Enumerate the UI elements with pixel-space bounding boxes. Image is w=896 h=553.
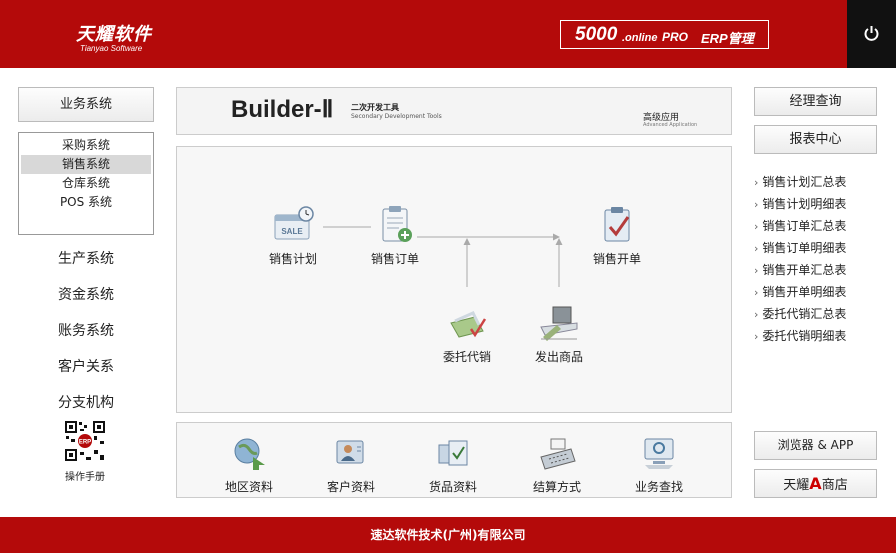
tool-goods-data[interactable]: 货品资料 xyxy=(413,435,493,495)
basic-data-bar: 地区资料 客户资料 货品资料 结算方式 xyxy=(176,422,732,498)
consignment-label: 委托代销 xyxy=(442,350,491,364)
store-suffix: 商店 xyxy=(821,478,848,493)
advanced-app-en: Advanced Application xyxy=(643,122,698,128)
store-prefix: 天耀 xyxy=(783,478,810,493)
customer-data-icon xyxy=(336,440,364,464)
sales-invoice-icon xyxy=(604,207,630,242)
shipped-goods-label: 发出商品 xyxy=(534,350,583,364)
chevron-right-icon: › xyxy=(754,176,759,189)
sales-plan-icon: SALE xyxy=(274,206,314,240)
flow-sales-order[interactable]: 销售订单 xyxy=(365,205,425,267)
nav-crm[interactable]: 客户关系 xyxy=(58,359,114,375)
chevron-right-icon: › xyxy=(754,330,759,343)
sales-flow-panel: SALE 销售计划 销售订单 销售开单 委托代销 xyxy=(176,146,732,413)
chevron-right-icon: › xyxy=(754,198,759,211)
nav-funds[interactable]: 资金系统 xyxy=(58,287,114,303)
tool-business-search[interactable]: 业务查找 xyxy=(619,435,699,495)
manual-label[interactable]: 操作手册 xyxy=(65,472,105,483)
submenu-sales[interactable]: 销售系统 xyxy=(21,155,151,174)
store-a-logo: A xyxy=(809,474,822,493)
footer-company: 速达软件技术(广州)有限公司 xyxy=(370,528,526,542)
flow-sales-plan[interactable]: SALE 销售计划 xyxy=(263,205,323,267)
browser-app-button[interactable]: 浏览器 & APP xyxy=(754,431,877,460)
report-item[interactable]: ›委托代销明细表 xyxy=(754,329,847,343)
flow-arrows xyxy=(323,226,563,287)
customer-data-label: 客户资料 xyxy=(326,480,375,494)
submenu-pos[interactable]: POS 系统 xyxy=(59,195,113,209)
manager-query-button[interactable]: 经理查询 xyxy=(754,87,877,116)
nav-accounting[interactable]: 账务系统 xyxy=(58,323,114,339)
submenu-purchase[interactable]: 采购系统 xyxy=(61,138,110,152)
nav-production[interactable]: 生产系统 xyxy=(58,251,114,267)
chevron-right-icon: › xyxy=(754,242,759,255)
chevron-right-icon: › xyxy=(754,286,759,299)
header-bar: 天耀软件 Tianyao Software 5000 .online PRO E… xyxy=(0,0,896,68)
report-item[interactable]: ›销售订单汇总表 xyxy=(754,219,847,233)
report-item[interactable]: ›销售计划汇总表 xyxy=(754,175,847,189)
report-center-button[interactable]: 报表中心 xyxy=(754,125,877,154)
logo-en: Tianyao Software xyxy=(80,44,143,53)
region-data-label: 地区资料 xyxy=(224,480,273,494)
product-pro: PRO xyxy=(662,30,689,44)
sales-plan-label: 销售计划 xyxy=(268,252,317,266)
submenu-warehouse[interactable]: 仓库系统 xyxy=(61,176,110,190)
consignment-icon xyxy=(450,311,487,338)
product-num: 5000 xyxy=(575,24,618,45)
company-logo: 天耀软件 Tianyao Software xyxy=(76,20,152,53)
business-system-button[interactable]: 业务系统 xyxy=(18,87,154,122)
advanced-app-cn: 高级应用 xyxy=(643,113,680,123)
sales-invoice-label: 销售开单 xyxy=(592,252,641,266)
power-icon xyxy=(864,26,879,41)
flow-shipped-goods[interactable]: 发出商品 xyxy=(529,303,589,365)
tool-region-data[interactable]: 地区资料 xyxy=(209,435,289,495)
report-item[interactable]: ›销售订单明细表 xyxy=(754,241,847,255)
sales-plan-icon-text: SALE xyxy=(281,227,303,236)
tool-customer-data[interactable]: 客户资料 xyxy=(311,435,391,495)
product-badge: 5000 .online PRO ERP管理 xyxy=(560,20,769,49)
product-mgr: ERP管理 xyxy=(701,31,754,46)
tool-settlement-method[interactable]: 结算方式 xyxy=(517,435,597,495)
builder-title: Builder-Ⅱ xyxy=(231,96,334,123)
product-online: .online xyxy=(622,32,658,44)
builder-banner[interactable]: Builder-Ⅱ 二次开发工具 Secondary Development T… xyxy=(176,87,732,135)
store-button[interactable]: 天耀A商店 xyxy=(754,469,877,498)
qr-code-icon[interactable]: ERP xyxy=(64,420,106,462)
shipped-goods-icon xyxy=(540,306,578,341)
sales-order-label: 销售订单 xyxy=(370,252,419,266)
business-search-label: 业务查找 xyxy=(634,480,683,494)
flow-sales-invoice[interactable]: 销售开单 xyxy=(587,205,647,267)
chevron-right-icon: › xyxy=(754,264,759,277)
report-item[interactable]: ›委托代销汇总表 xyxy=(754,307,847,321)
report-item[interactable]: ›销售开单汇总表 xyxy=(754,263,847,277)
builder-sub-cn: 二次开发工具 xyxy=(351,103,399,112)
power-button[interactable] xyxy=(847,0,896,68)
chevron-right-icon: › xyxy=(754,220,759,233)
logo-cn: 天耀软件 xyxy=(76,24,152,45)
business-submenu: 采购系统 销售系统 仓库系统 POS 系统 xyxy=(18,132,154,235)
report-item[interactable]: ›销售开单明细表 xyxy=(754,285,847,299)
region-data-icon xyxy=(234,438,265,470)
goods-data-label: 货品资料 xyxy=(428,480,477,494)
report-item[interactable]: ›销售计划明细表 xyxy=(754,197,847,211)
calculator-icon xyxy=(540,438,576,470)
goods-data-icon xyxy=(438,440,468,466)
builder-sub-en: Secondary Development Tools xyxy=(351,113,442,120)
sales-order-icon xyxy=(382,206,412,242)
report-list: ›销售计划汇总表 ›销售计划明细表 ›销售订单汇总表 ›销售订单明细表 ›销售开… xyxy=(754,171,884,347)
qr-badge: ERP xyxy=(79,440,91,446)
settlement-method-label: 结算方式 xyxy=(532,480,581,494)
monitor-search-icon xyxy=(644,438,674,469)
flow-consignment[interactable]: 委托代销 xyxy=(437,303,497,365)
footer-bar: 速达软件技术(广州)有限公司 xyxy=(0,517,896,553)
nav-branch[interactable]: 分支机构 xyxy=(58,395,114,411)
chevron-right-icon: › xyxy=(754,308,759,321)
